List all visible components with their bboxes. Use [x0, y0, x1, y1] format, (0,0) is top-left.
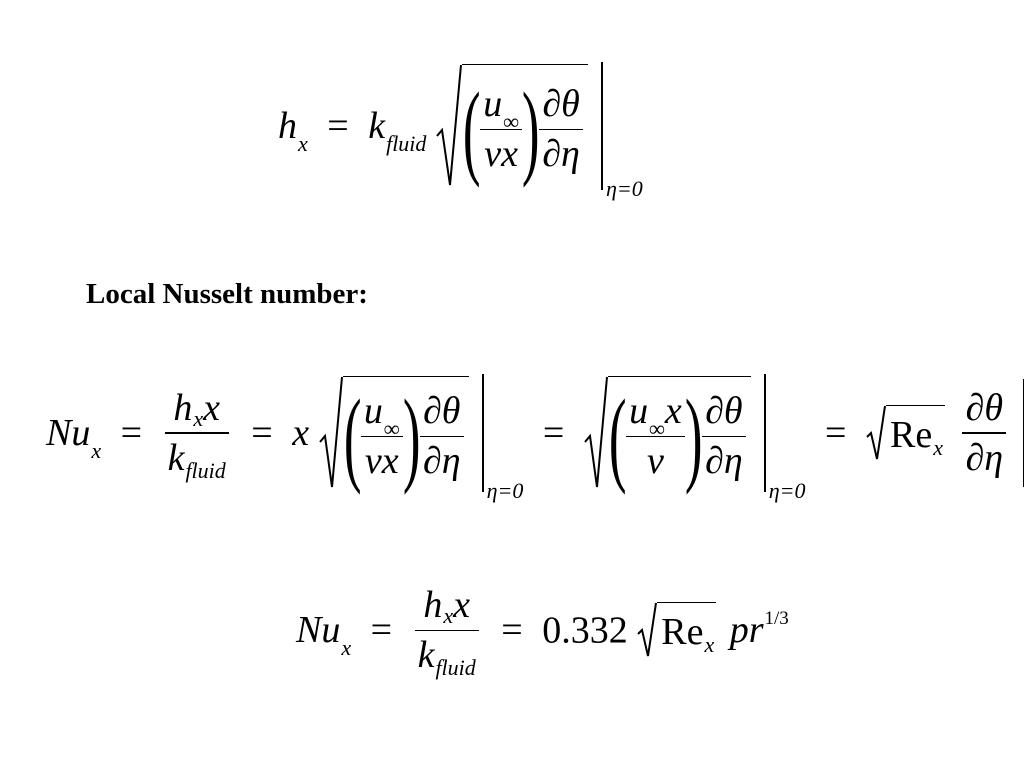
- square-root: ( u∞ νx ) ∂θ ∂η: [318, 376, 469, 490]
- eval-limit: η=0: [605, 176, 643, 201]
- var-nu-x: Nux: [46, 412, 102, 463]
- fraction-dtheta-deta: ∂θ ∂η: [539, 83, 583, 176]
- var-k-fluid: kfluid: [368, 105, 427, 156]
- equals-sign: =: [327, 105, 349, 147]
- evaluation-bar: η=0: [601, 62, 643, 200]
- var-h: hx: [278, 105, 308, 156]
- equation-local-nusselt: Nux = hxx kfluid = x ( u∞ νx ) ∂θ ∂η: [46, 374, 1024, 502]
- radical-sign-icon: [436, 64, 462, 186]
- radical-sign-icon: [637, 603, 658, 657]
- evaluation-bar: η=0: [482, 374, 523, 502]
- var-re: Re: [889, 413, 933, 456]
- evaluation-bar: η=0: [1022, 379, 1024, 487]
- radical-sign-icon: [866, 405, 886, 460]
- square-root: ( u∞x ν ) ∂θ ∂η: [584, 376, 751, 490]
- radical-sign-icon: [584, 376, 608, 488]
- radical-sign-icon: [318, 376, 343, 488]
- fraction-u-over-nu-x: u∞ νx: [480, 83, 522, 176]
- var-pr: pr1/3: [729, 608, 789, 652]
- coefficient: 0.332: [542, 609, 628, 652]
- var-nu-x: Nux: [296, 609, 352, 661]
- evaluation-bar: η=0: [764, 374, 806, 502]
- square-root: ( u∞ νx ) ∂θ ∂η: [436, 64, 588, 188]
- fraction-hx-x-over-k: hxx kfluid: [414, 584, 479, 680]
- fraction-hx-x-over-k: hxx kfluid: [164, 387, 229, 483]
- section-heading: Local Nusselt number:: [86, 278, 368, 310]
- equation-heat-transfer-coefficient: hx = kfluid ( u∞ νx ) ∂θ ∂η η=0: [278, 62, 643, 200]
